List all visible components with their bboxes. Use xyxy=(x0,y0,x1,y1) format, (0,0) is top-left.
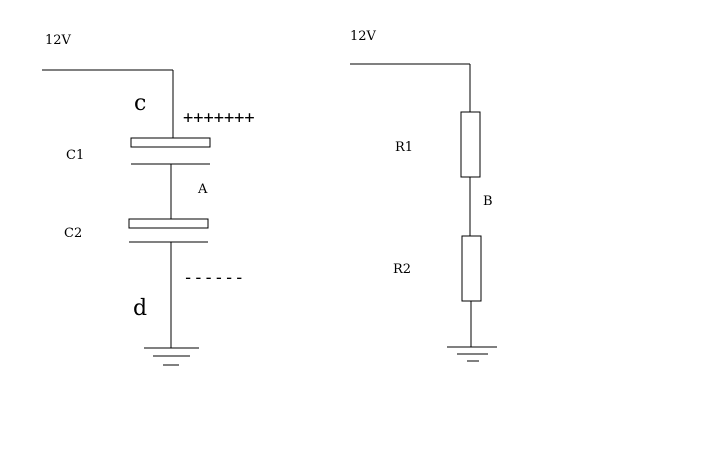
resistor-circuit: 12V R1 B R2 xyxy=(350,29,497,362)
node-a-label: A xyxy=(197,182,208,197)
c2-label: C2 xyxy=(64,226,82,241)
c1-top-plate xyxy=(130,137,211,148)
r1-label: R1 xyxy=(395,140,413,155)
ground-icon xyxy=(144,347,199,366)
node-d-label: d xyxy=(133,296,147,321)
resistor-r2 xyxy=(461,235,482,302)
capacitor-c2 xyxy=(128,218,209,243)
c1-label: C1 xyxy=(66,148,84,163)
left-supply-label: 12V xyxy=(45,33,72,48)
c2-top-plate xyxy=(128,218,209,229)
ground-icon xyxy=(447,346,497,362)
node-b-label: B xyxy=(483,194,493,209)
right-supply-label: 12V xyxy=(350,29,377,44)
capacitor-c1 xyxy=(130,137,211,165)
node-c-label: c xyxy=(134,91,146,116)
resistor-r1 xyxy=(460,111,481,178)
r2-label: R2 xyxy=(393,262,411,277)
capacitor-circuit: 12V c +++++++ C1 A C2 ------ d xyxy=(42,33,255,366)
plus-charge-label: +++++++ xyxy=(183,108,255,128)
minus-charge-label: ------ xyxy=(183,268,244,288)
